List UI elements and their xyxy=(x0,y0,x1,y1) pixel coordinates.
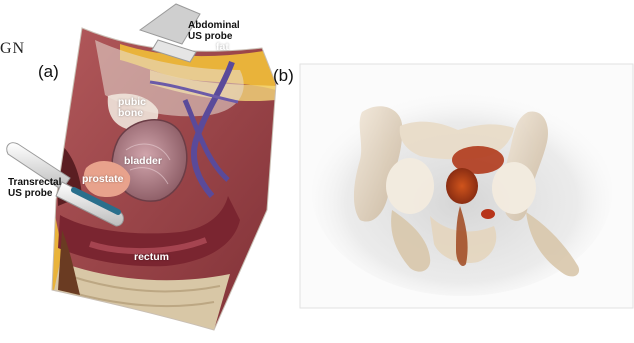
volume-rendering xyxy=(0,0,634,343)
